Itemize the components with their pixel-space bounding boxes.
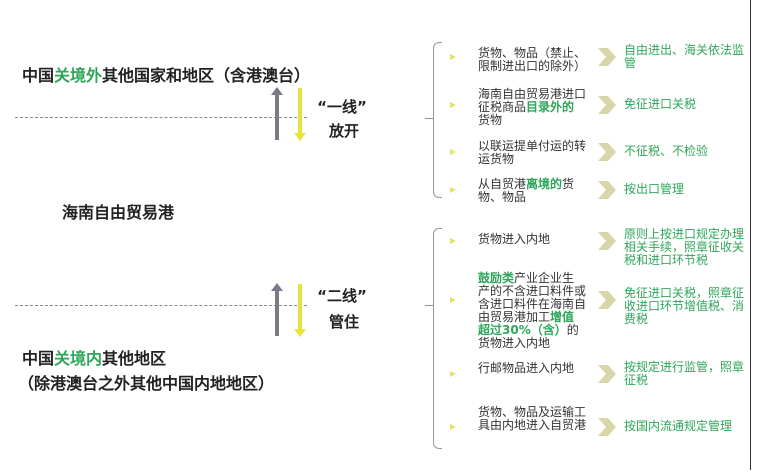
rule-result: 按规定进行监管，照章征税	[624, 360, 745, 387]
condition-text: 货物、物品	[478, 177, 575, 204]
first-line-divider	[15, 117, 307, 118]
bullet-icon	[450, 102, 456, 108]
title-text: 中国	[22, 66, 55, 85]
rule-result: 免征进口关税，照章征收进口环节增值税、消费税	[624, 286, 745, 326]
first-line-label: “一线”	[317, 98, 367, 116]
bullet-icon	[450, 187, 456, 193]
rule-condition: 以联运提单付运的转运货物	[478, 140, 586, 166]
bullet-icon	[450, 54, 456, 60]
condition-text: 货物进入内地	[478, 232, 551, 246]
rule-condition: 货物、物品（禁止、限制进出口的除外）	[478, 47, 586, 73]
rule-result: 不征税、不检验	[624, 144, 709, 158]
inside-customs-title: 中国关境内其他地区	[22, 345, 166, 369]
rule-result: 免征进口关税	[624, 97, 697, 111]
highlight-text: 离境的	[526, 177, 563, 191]
title-text: 其他国家和地区（含港澳台）	[102, 66, 311, 85]
highlight-text: 目录外的	[526, 100, 575, 114]
condition-text: 的货物进入内地	[478, 323, 579, 350]
rule-condition: 从自贸港离境的货物、物品	[478, 178, 586, 204]
chevron-right-icon	[598, 365, 616, 383]
right-border	[750, 0, 751, 470]
second-line-label: “二线”	[317, 287, 367, 305]
condition-text: 货物、物品及运输工具由内地进入自贸港	[478, 405, 587, 432]
bullet-icon	[450, 149, 456, 155]
rule-condition: 海南自由贸易港进口征税商品目录外的货物	[478, 88, 586, 127]
chevron-right-icon	[598, 48, 616, 66]
first-line-brace	[433, 42, 442, 198]
chevron-right-icon	[598, 232, 616, 250]
condition-text: 产业企业生产的不含进口料件或含进口料件在海南自由贸易港加工	[478, 271, 587, 324]
rule-condition: 行邮物品进入内地	[478, 362, 586, 375]
title-highlight: 关境外	[54, 66, 103, 85]
rule-condition: 鼓励类产业企业生产的不含进口料件或含进口料件在海南自由贸易港加工增值超过30%（…	[478, 272, 586, 350]
highlight-text: 鼓励类	[478, 271, 515, 285]
first-line-action: 放开	[328, 122, 359, 140]
chevron-right-icon	[598, 181, 616, 199]
condition-text: 货物、物品（禁止、限制进出口的除外）	[478, 46, 587, 73]
second-line-brace	[433, 228, 442, 449]
bullet-icon	[450, 238, 456, 244]
brace-tick	[425, 305, 433, 306]
condition-text: 从自贸港	[478, 177, 527, 191]
rule-result: 按国内流通规定管理	[624, 419, 733, 433]
hainan-ftp-title: 海南自由贸易港	[62, 203, 175, 222]
condition-text: 货物	[478, 113, 503, 127]
rule-condition: 货物进入内地	[478, 233, 586, 246]
chevron-right-icon	[598, 291, 616, 309]
chevron-right-icon	[598, 96, 616, 114]
inside-customs-subtitle: （除港澳台之外其他中国内地地区）	[18, 374, 275, 393]
title-text: 中国	[22, 349, 55, 368]
two-way-arrows-icon	[271, 87, 306, 141]
second-line-action: 管住	[328, 313, 359, 331]
chevron-right-icon	[598, 143, 616, 161]
bullet-icon	[450, 371, 456, 377]
bullet-icon	[450, 424, 456, 430]
rule-result: 按出口管理	[624, 182, 685, 196]
rule-result: 自由进出、海关依法监管	[624, 43, 745, 70]
condition-text: 行邮物品进入内地	[478, 361, 575, 375]
condition-text: 以联运提单付运的转运货物	[478, 139, 587, 166]
title-highlight: 关境内	[54, 349, 103, 368]
brace-tick	[425, 118, 433, 119]
second-line-divider	[15, 305, 307, 306]
chevron-right-icon	[598, 418, 616, 436]
rule-result: 原则上按进口规定办理相关手续，照章征收关税和进口环节税	[624, 227, 745, 267]
condition-text: 海南自由贸易港进口征税商品	[478, 87, 587, 114]
two-way-arrows-icon	[271, 283, 306, 337]
highlight-text: 增值超过30%（含）	[478, 310, 575, 337]
bullet-icon	[450, 297, 456, 303]
outside-customs-title: 中国关境外其他国家和地区（含港澳台）	[22, 62, 310, 86]
title-text: 其他地区	[102, 349, 167, 368]
rule-condition: 货物、物品及运输工具由内地进入自贸港	[478, 406, 586, 432]
